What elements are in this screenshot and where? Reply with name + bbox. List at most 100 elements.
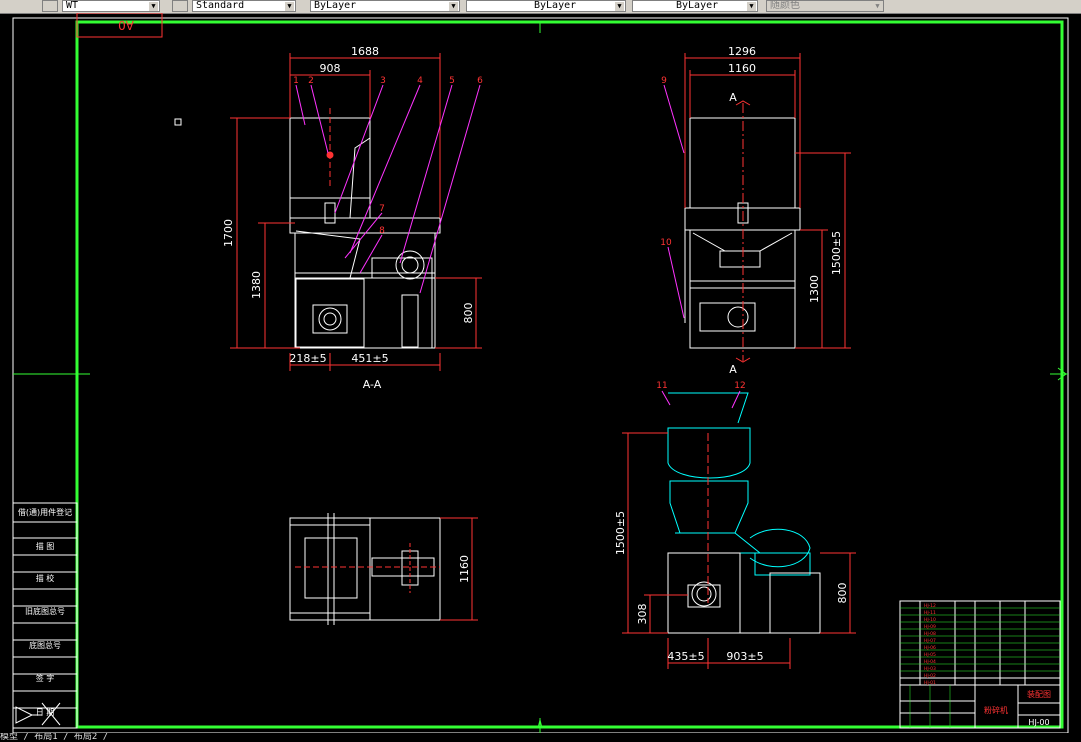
- top-view: [289, 513, 441, 625]
- pick-box: [174, 118, 182, 126]
- detail-view-dimensions: [622, 432, 856, 669]
- ucs-icon: [15, 706, 42, 724]
- sheet-frame: [12, 17, 1069, 733]
- balloon-4: 4: [417, 76, 423, 86]
- linetype-icon[interactable]: [42, 0, 58, 12]
- linetype-layer-value: ByLayer: [534, 0, 577, 11]
- part-row: HJ-05: [924, 652, 936, 658]
- panel-label-trace: 描 图: [36, 541, 55, 551]
- part-row: HJ-07: [924, 638, 936, 644]
- part-row: HJ-09: [924, 624, 936, 630]
- layout-tabs-bar[interactable]: 模型 / 布局1 / 布局2 /: [0, 733, 1081, 742]
- dim-1300: 1300: [808, 275, 821, 303]
- dim-1160: 1160: [728, 62, 756, 75]
- part-row: HJ-01: [924, 680, 936, 686]
- linetype-layer-dropdown[interactable]: ByLayer ▼: [466, 0, 626, 12]
- side-view-dimension-labels: 1296 1160 1500±5 1300 A A: [728, 45, 843, 376]
- part-row: HJ-04: [924, 659, 936, 665]
- dim-1688: 1688: [351, 45, 379, 58]
- dim-1500: 1500±5: [830, 231, 843, 275]
- text-style-icon[interactable]: [172, 0, 188, 12]
- chevron-down-icon: ▼: [873, 2, 882, 11]
- dim-435: 435±5: [667, 650, 704, 663]
- detail-view-dimension-labels: 1500±5 800 308 435±5 903±5: [614, 511, 849, 663]
- panel-label-reg: 借(通)用件登记: [18, 507, 72, 517]
- color-dropdown[interactable]: ByLayer ▼: [310, 0, 460, 12]
- side-view-dimensions: [684, 53, 851, 349]
- linetype-dropdown[interactable]: WT ▼: [62, 0, 160, 12]
- drawing-canvas[interactable]: A0: [0, 13, 1081, 733]
- detail-view-balloons: 11 12: [656, 381, 745, 391]
- text-style-value: Standard: [196, 0, 245, 11]
- title-block-grid: [900, 607, 1060, 728]
- drawing-subtitle: 装配图: [1027, 689, 1051, 699]
- dim-1296: 1296: [728, 45, 756, 58]
- detail-view: [667, 392, 811, 576]
- chevron-down-icon: ▼: [747, 2, 756, 11]
- detail-view-leaders: [661, 390, 741, 409]
- dim-903: 903±5: [726, 650, 763, 663]
- chevron-down-icon: ▼: [149, 2, 158, 11]
- balloon-10: 10: [660, 238, 672, 248]
- chevron-down-icon: ▼: [449, 2, 458, 11]
- part-row: HJ-02: [924, 673, 936, 679]
- dim-908: 908: [320, 62, 341, 75]
- panel-label-sign: 签 字: [36, 673, 55, 683]
- balloon-2: 2: [308, 76, 314, 86]
- title-block-text: 粉碎机 装配图 HJ-00: [984, 689, 1051, 727]
- panel-label-base-no: 底图总号: [29, 640, 61, 650]
- front-view-leaders: [295, 84, 481, 294]
- section-marker-a-bottom: A: [729, 363, 737, 376]
- part-row: HJ-12: [924, 603, 936, 609]
- front-view-dimensions: [230, 53, 482, 371]
- balloon-9: 9: [661, 76, 667, 86]
- front-view: [289, 108, 441, 349]
- left-signature-panel: [12, 502, 78, 729]
- balloon-7: 7: [379, 204, 385, 214]
- stamp-label: A0: [118, 18, 134, 32]
- part-row: HJ-03: [924, 666, 936, 672]
- top-view-dimensions: [440, 517, 478, 621]
- dim-800: 800: [462, 303, 475, 324]
- layout-tabs[interactable]: 模型 / 布局1 / 布局2 /: [0, 733, 109, 742]
- text-style-dropdown[interactable]: Standard ▼: [192, 0, 296, 12]
- balloon-3: 3: [380, 76, 386, 86]
- dim-451: 451±5: [351, 352, 388, 365]
- panel-label-old-no: 旧底图总号: [25, 606, 65, 616]
- part-row: HJ-10: [924, 617, 936, 623]
- side-view-center-lines: [735, 100, 751, 363]
- dim-1380: 1380: [250, 271, 263, 299]
- part-row: HJ-11: [924, 610, 936, 616]
- dim-1160-top: 1160: [458, 555, 471, 583]
- dim-308: 308: [636, 604, 649, 625]
- dim-218: 218±5: [289, 352, 326, 365]
- detail-view-frame: [667, 433, 821, 634]
- plotstyle-dropdown[interactable]: 随颜色 ▼: [766, 0, 884, 12]
- lineweight-value: ByLayer: [676, 0, 719, 11]
- dim-800-detail: 800: [836, 583, 849, 604]
- drawing-title: 粉碎机: [984, 705, 1008, 715]
- balloon-5: 5: [449, 76, 455, 86]
- plotstyle-value: 随颜色: [770, 0, 800, 11]
- stamp-box: A0: [76, 13, 163, 38]
- part-row: HJ-06: [924, 645, 936, 651]
- section-marker-a-top: A: [729, 91, 737, 104]
- top-view-dimension-labels: 1160: [458, 555, 471, 583]
- linetype-value: WT: [66, 0, 79, 11]
- lineweight-dropdown[interactable]: ByLayer ▼: [632, 0, 758, 12]
- section-label-aa: A-A: [363, 378, 382, 391]
- left-panel-labels: 借(通)用件登记 描 图 描 校 旧底图总号 底图总号 签 字 日 期: [18, 507, 72, 717]
- dim-1700: 1700: [222, 219, 235, 247]
- front-view-dimension-labels: 1688 908 1700 1380 800 218±5 451±5 A-A: [222, 45, 475, 391]
- side-view-leaders: [663, 84, 685, 319]
- color-value: ByLayer: [314, 0, 357, 11]
- balloon-12: 12: [734, 381, 745, 391]
- chevron-down-icon: ▼: [615, 2, 624, 11]
- balloon-11: 11: [656, 381, 667, 391]
- properties-toolbar: WT ▼ Standard ▼ ByLayer ▼ ByLayer ▼ ByLa…: [0, 0, 1081, 14]
- drawing-number: HJ-00: [1028, 718, 1049, 727]
- balloon-6: 6: [477, 76, 483, 86]
- panel-label-check: 描 校: [36, 573, 55, 583]
- chevron-down-icon: ▼: [285, 2, 294, 11]
- part-row: HJ-08: [924, 631, 936, 637]
